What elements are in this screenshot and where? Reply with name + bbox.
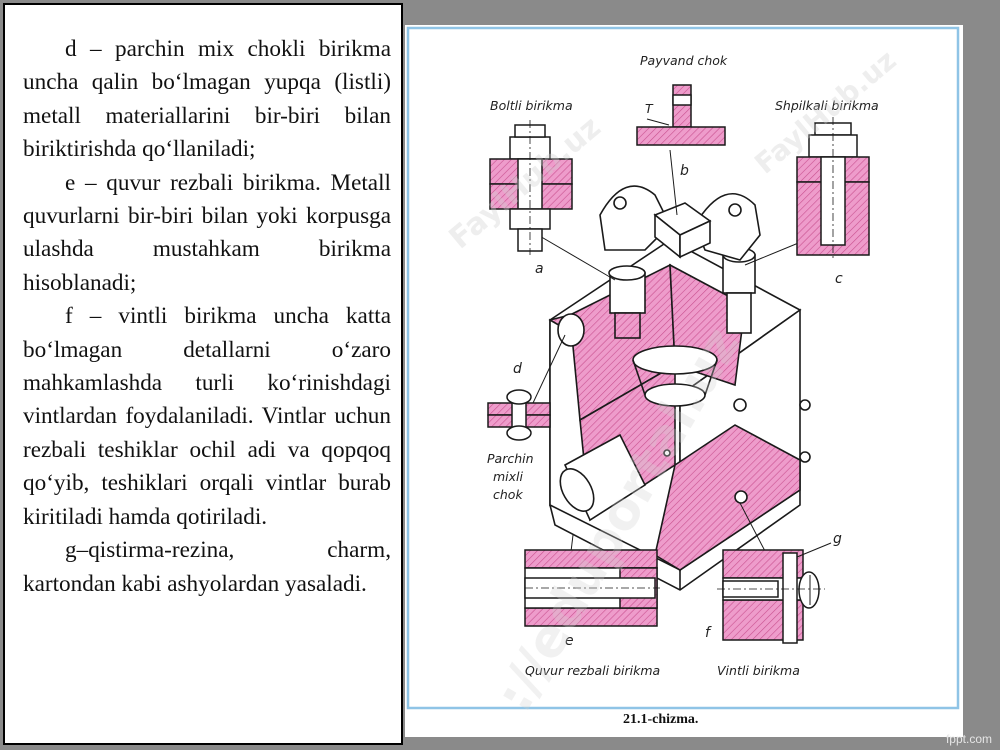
label-mixli: mixli bbox=[493, 469, 524, 484]
main-assembly bbox=[548, 185, 811, 591]
detail-bolted-joint bbox=[489, 120, 573, 255]
detail-rivet-joint bbox=[487, 389, 551, 441]
site-watermark: fppt.com bbox=[945, 732, 992, 746]
text-panel: d – parchin mix chokli birikma uncha qal… bbox=[3, 3, 403, 745]
label-b: b bbox=[680, 163, 689, 179]
paragraph-g: g–qistirma-rezina, charm, kartondan kabi… bbox=[23, 537, 391, 597]
label-e: e bbox=[565, 633, 574, 649]
paragraph-f: f – vintli birikma uncha katta bo‘lmagan… bbox=[23, 303, 391, 530]
label-boltli-birikma: Boltli birikma bbox=[490, 98, 573, 113]
label-d: d bbox=[513, 361, 522, 377]
joints-drawing: Payvand chok Boltli birikma Shpilkali bi… bbox=[406, 26, 960, 727]
figure-frame bbox=[406, 26, 960, 710]
label-c: c bbox=[835, 271, 843, 287]
detail-pipe-thread bbox=[524, 549, 660, 627]
label-vintli-birikma: Vintli birikma bbox=[717, 663, 800, 678]
figure-panel: Payvand chok Boltli birikma Shpilkali bi… bbox=[405, 25, 963, 737]
label-quvur-rezbali-birikma: Quvur rezbali birikma bbox=[525, 663, 660, 678]
label-a: a bbox=[535, 261, 544, 277]
label-f: f bbox=[705, 625, 712, 641]
paragraph-e: e – quvur rezbali birikma. Metall quvurl… bbox=[23, 169, 391, 296]
label-chok: chok bbox=[493, 487, 523, 502]
label-g: g bbox=[833, 531, 842, 547]
paragraph-d: d – parchin mix chokli birikma uncha qal… bbox=[23, 36, 391, 163]
detail-weld-seam bbox=[636, 84, 726, 146]
detail-screw-joint bbox=[717, 542, 832, 644]
label-payvand-chok: Payvand chok bbox=[640, 53, 728, 68]
label-t: T bbox=[645, 101, 654, 116]
detail-stud-joint bbox=[796, 117, 870, 260]
label-parchin: Parchin bbox=[487, 451, 534, 466]
label-shpilkali-birikma: Shpilkali birikma bbox=[775, 98, 879, 113]
figure-caption: 21.1-chizma. bbox=[623, 712, 698, 727]
